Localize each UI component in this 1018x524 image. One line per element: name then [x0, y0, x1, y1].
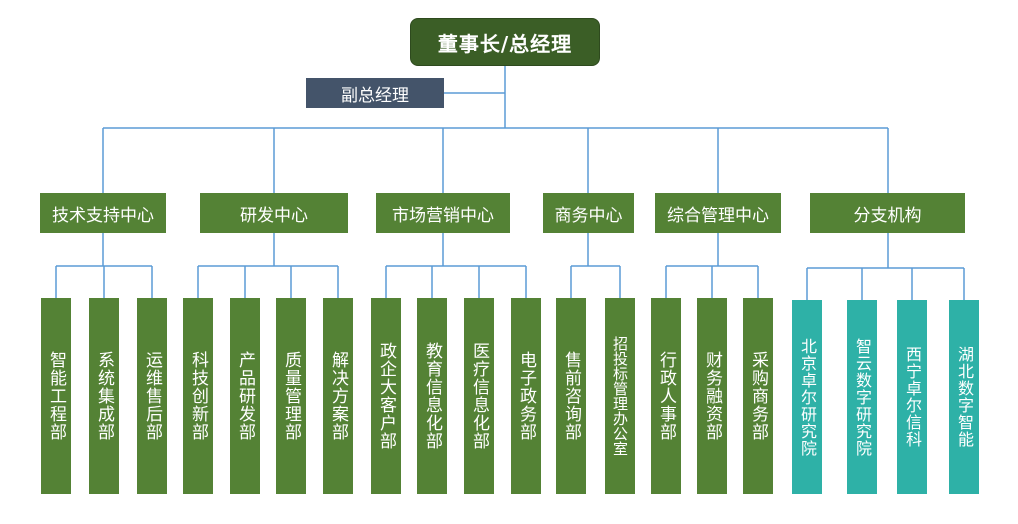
dept-box: 医疗信息化部	[464, 298, 494, 494]
branches-center: 分支机构	[810, 193, 965, 233]
dept-box: 运维售后部	[137, 298, 167, 494]
business-center: 商务中心	[543, 193, 634, 233]
dept-box: 智能工程部	[41, 298, 71, 494]
dept-box: 系统集成部	[89, 298, 119, 494]
branch-box: 智云数字研究院	[847, 300, 877, 494]
dept-box: 解决方案部	[323, 298, 353, 494]
tech-support-center: 技术支持中心	[40, 193, 166, 233]
vice-gm-box: 副总经理	[306, 78, 444, 108]
dept-box: 售前咨询部	[556, 298, 586, 494]
dept-box: 行政人事部	[651, 298, 681, 494]
dept-box: 财务融资部	[697, 298, 727, 494]
dept-box: 采购商务部	[743, 298, 773, 494]
dept-box: 政企大客户部	[371, 298, 401, 494]
marketing-center: 市场营销中心	[376, 193, 510, 233]
dept-box: 招投标管理办公室	[605, 298, 635, 494]
dept-box: 电子政务部	[511, 298, 541, 494]
dept-box: 产品研发部	[230, 298, 260, 494]
dept-box: 科技创新部	[183, 298, 213, 494]
branch-box: 西宁卓尔信科	[897, 300, 927, 494]
chairman-gm-box: 董事长/总经理	[410, 18, 600, 66]
dept-box: 质量管理部	[276, 298, 306, 494]
admin-center: 综合管理中心	[655, 193, 781, 233]
branch-box: 北京卓尔研究院	[792, 300, 822, 494]
branch-box: 湖北数字智能	[949, 300, 979, 494]
dept-box: 教育信息化部	[417, 298, 447, 494]
rd-center: 研发中心	[200, 193, 348, 233]
